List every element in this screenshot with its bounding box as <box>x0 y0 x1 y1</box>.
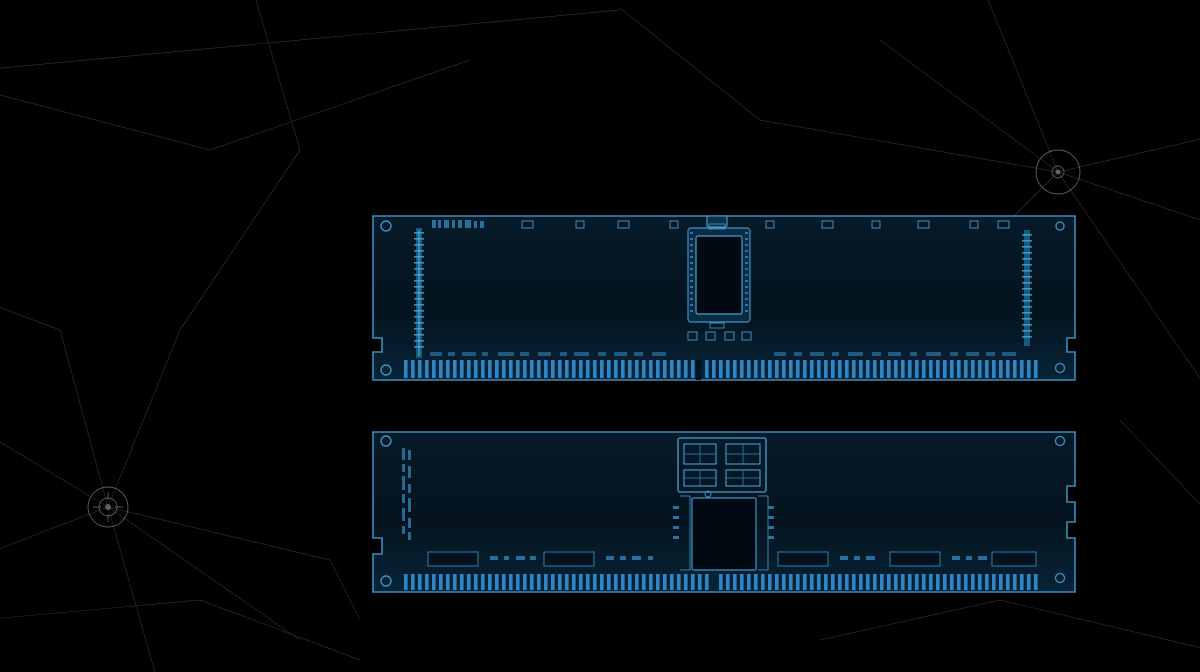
network-node-right <box>1035 149 1081 195</box>
ddr4-memory-module <box>370 210 1078 386</box>
ddr4-hole-right-top <box>1055 221 1065 231</box>
ddr5-left-silkscreen <box>402 448 411 540</box>
ddr5-hole-right-top <box>1054 435 1066 447</box>
ddr4-bottom-silkscreen <box>430 352 1016 356</box>
ddr5-pmic-area <box>673 437 774 571</box>
ddr4-hole-left-bottom <box>380 364 392 376</box>
ddr5-hole-left-bottom <box>380 575 392 587</box>
ddr4-silkscreen-top <box>432 220 484 228</box>
ddr4-hole-right-bottom <box>1054 362 1066 374</box>
network-node-left <box>87 486 129 528</box>
ddr4-register-chip <box>687 215 752 341</box>
ddr4-right-bus <box>1022 230 1032 346</box>
ddr4-left-bus <box>414 228 424 358</box>
ddr5-hole-left-top <box>380 435 392 447</box>
ddr5-memory-module <box>370 426 1078 598</box>
ddr5-bottom-silkscreen <box>427 551 1037 567</box>
ddr4-top-smd-pads <box>521 220 1010 229</box>
ddr5-hole-right-bottom <box>1054 572 1066 584</box>
ddr4-edge-connector <box>404 360 1038 380</box>
ddr4-hole-left-top <box>380 220 392 232</box>
ddr5-edge-connector <box>404 574 1038 590</box>
